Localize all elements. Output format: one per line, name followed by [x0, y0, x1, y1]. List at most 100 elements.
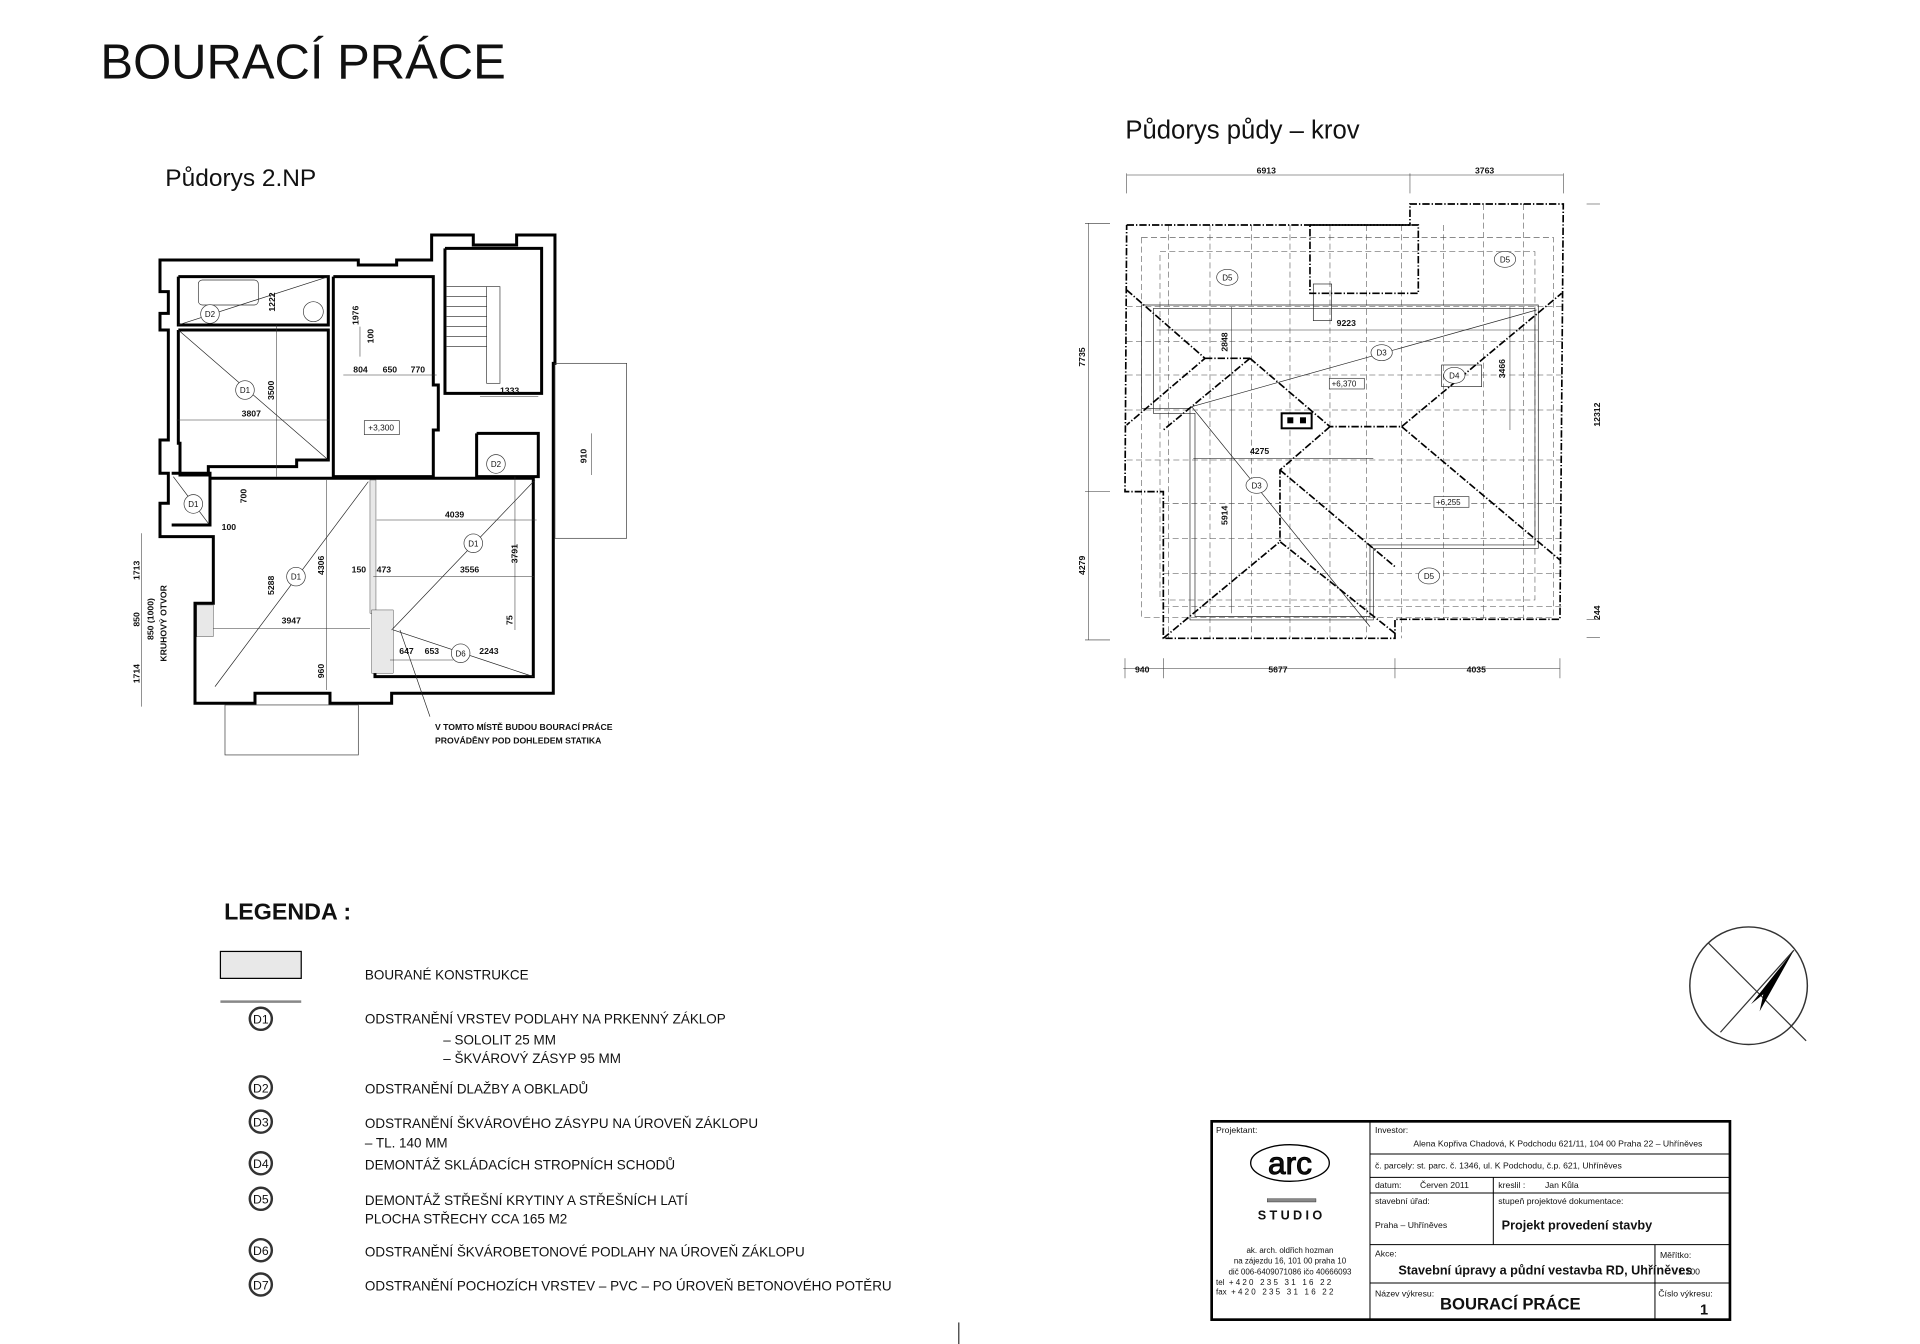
dim-label: 1333 — [500, 385, 519, 395]
svg-text:– SOLOLIT 25 MM: – SOLOLIT 25 MM — [443, 1032, 556, 1047]
drawing-number-label: Číslo výkresu: — [1658, 1288, 1712, 1298]
dim-label: 804 — [353, 365, 368, 375]
stage-value: Projekt provedení stavby — [1502, 1219, 1653, 1233]
drawn-by-value: Jan Kůla — [1545, 1180, 1579, 1190]
dim-label: 700 — [239, 489, 249, 504]
dim-label: 1714 — [131, 664, 141, 683]
svg-text:STUDIO: STUDIO — [1258, 1209, 1326, 1223]
arc-logo: arc STUDIO — [1249, 1143, 1330, 1223]
demolished-hatch-swatch — [219, 950, 302, 979]
svg-text:ODSTRANĚNÍ DLAŽBY A OBKLADŮ: ODSTRANĚNÍ DLAŽBY A OBKLADŮ — [365, 1081, 588, 1096]
tag-d4: D4 — [1443, 366, 1466, 384]
svg-text:ODSTRANĚNÍ ŠKVÁROBETONOVÉ PODL: ODSTRANĚNÍ ŠKVÁROBETONOVÉ PODLAHY NA ÚRO… — [365, 1244, 805, 1259]
investor-label: Investor: — [1375, 1125, 1408, 1135]
dim-label: 2848 — [1219, 332, 1229, 351]
svg-text:D3: D3 — [1252, 481, 1263, 490]
svg-text:D1: D1 — [291, 573, 302, 582]
dim-label: 4035 — [1467, 665, 1486, 675]
svg-text:D1: D1 — [468, 539, 479, 548]
title-block: Projektant: arc STUDIO ak. arch. oldřich… — [1210, 1119, 1732, 1321]
scale-value: 1:100 — [1678, 1267, 1700, 1277]
tag-d1: D1 — [463, 533, 483, 553]
phone-line: tel + 4 2 0 2 3 5 3 1 1 6 2 2 — [1216, 1278, 1332, 1287]
dim-label: 653 — [425, 646, 440, 656]
dim-label: 3791 — [509, 544, 519, 563]
dim-label: 7735 — [1077, 347, 1087, 366]
tag-d3: D3 — [1370, 344, 1393, 361]
dim-label: 1976 — [350, 306, 360, 325]
dim-label: 770 — [411, 365, 426, 375]
plan-right-title: Půdorys půdy – krov — [1125, 116, 1359, 144]
dim-label: 100 — [222, 522, 237, 532]
dim-label: 5677 — [1268, 665, 1287, 675]
legend-item-d1: D1 ODSTRANĚNÍ VRSTEV PODLAHY NA PRKENNÝ … — [248, 1006, 726, 1066]
legend: LEGENDA : BOURANÉ KONSTRUKCE D1 ODSTRANĚ… — [219, 899, 892, 1297]
dim-label: 647 — [399, 646, 414, 656]
svg-text:D5: D5 — [1424, 572, 1435, 581]
dim-label: 1222 — [267, 292, 277, 311]
tag-d2: D2 — [486, 454, 506, 474]
legend-hatch-label: BOURANÉ KONSTRUKCE — [365, 968, 529, 983]
legend-item-d5: D5 DEMONTÁŽ STŘEŠNÍ KRYTINY A STŘEŠNÍCH … — [248, 1186, 688, 1226]
stage-label: stupeň projektové dokumentace: — [1498, 1196, 1623, 1206]
svg-text:arc: arc — [1268, 1145, 1312, 1181]
tag-d1: D1 — [183, 494, 203, 514]
dim-label: 5914 — [1219, 506, 1229, 525]
page-title: BOURACÍ PRÁCE — [100, 35, 505, 89]
legend-item-d6: D6 ODSTRANĚNÍ ŠKVÁROBETONOVÉ PODLAHY NA … — [248, 1237, 805, 1263]
legend-item-d7: D7 ODSTRANĚNÍ POCHOZÍCH VRSTEV – PVC – P… — [248, 1272, 892, 1297]
building-office-value: Praha – Uhříněves — [1375, 1220, 1448, 1230]
drawn-by-label: kreslil : — [1498, 1180, 1525, 1190]
dim-label: 100 — [365, 329, 375, 344]
dim-label: 2243 — [479, 646, 498, 656]
svg-text:– ŠKVÁROVÝ ZÁSYP 95 MM: – ŠKVÁROVÝ ZÁSYP 95 MM — [443, 1051, 621, 1066]
svg-text:DEMONTÁŽ STŘEŠNÍ KRYTINY A STŘ: DEMONTÁŽ STŘEŠNÍ KRYTINY A STŘEŠNÍCH LAT… — [365, 1193, 688, 1208]
dim-label: 6913 — [1257, 165, 1276, 175]
address-line: dič 006-6409071086 ičo 40666093 — [1228, 1267, 1352, 1276]
roof-plan: 6913 3763 7735 4279 12312 244 940 5677 4… — [1077, 165, 1602, 679]
tag-d2: D2 — [200, 304, 220, 324]
dim-label: 3500 — [266, 381, 276, 400]
dim-label: 650 — [383, 365, 398, 375]
legend-item-d2: D2 ODSTRANĚNÍ DLAŽBY A OBKLADŮ — [248, 1075, 588, 1100]
svg-text:D2: D2 — [253, 1081, 269, 1095]
project-label: Akce: — [1375, 1248, 1397, 1258]
tag-d5: D5 — [1493, 250, 1516, 268]
svg-text:PLOCHA STŘECHY CCA 165 M2: PLOCHA STŘECHY CCA 165 M2 — [365, 1211, 567, 1226]
svg-text:D2: D2 — [205, 310, 216, 319]
parcel-value: č. parcely: st. parc. č. 1346, ul. K Pod… — [1375, 1161, 1623, 1171]
dim-label: 3466 — [1497, 359, 1507, 378]
svg-text:D1: D1 — [188, 500, 199, 509]
dim-label: 150 — [352, 565, 367, 575]
dim-label: 12312 — [1592, 402, 1602, 426]
floor-plan-2np: 1222 1976 100 804 650 770 3500 3807 1333… — [131, 233, 627, 756]
dim-label: 4039 — [445, 509, 464, 519]
projektant-label: Projektant: — [1216, 1125, 1257, 1135]
scale-label: Měřítko: — [1660, 1250, 1691, 1260]
dim-label: 3763 — [1475, 165, 1494, 175]
dim-label: 244 — [1592, 605, 1602, 620]
dim-label: 3807 — [242, 409, 261, 419]
dim-label: 4279 — [1077, 556, 1087, 575]
level-marker: +6,255 — [1436, 498, 1461, 507]
dim-label: 473 — [377, 565, 392, 575]
dim-label: 940 — [1135, 665, 1150, 675]
address-line: na zájezdu 16, 101 00 praha 10 — [1234, 1257, 1347, 1266]
structural-note: PROVÁDĚNY POD DOHLEDEM STATIKA — [435, 734, 602, 745]
building-office-label: stavební úřad: — [1375, 1196, 1430, 1206]
dim-label: 9223 — [1337, 318, 1356, 328]
tag-d5: D5 — [1417, 567, 1440, 585]
north-arrow-icon — [1689, 926, 1809, 1046]
project-value: Stavební úpravy a půdní vestavba RD, Uhř… — [1398, 1264, 1692, 1278]
structural-note: V TOMTO MÍSTĚ BUDOU BOURACÍ PRÁCE — [435, 721, 613, 732]
svg-text:ODSTRANĚNÍ VRSTEV PODLAHY NA P: ODSTRANĚNÍ VRSTEV PODLAHY NA PRKENNÝ ZÁK… — [365, 1012, 726, 1027]
svg-text:D1: D1 — [240, 386, 251, 395]
drawing-name-value: BOURACÍ PRÁCE — [1440, 1295, 1581, 1314]
svg-text:D3: D3 — [1377, 349, 1388, 358]
svg-text:D6: D6 — [253, 1244, 269, 1258]
tag-d3: D3 — [1245, 476, 1268, 494]
investor-value: Alena Kopřiva Chadová, K Podchodu 621/11… — [1413, 1138, 1703, 1148]
svg-text:D3: D3 — [253, 1116, 269, 1130]
svg-text:D4: D4 — [253, 1157, 269, 1171]
